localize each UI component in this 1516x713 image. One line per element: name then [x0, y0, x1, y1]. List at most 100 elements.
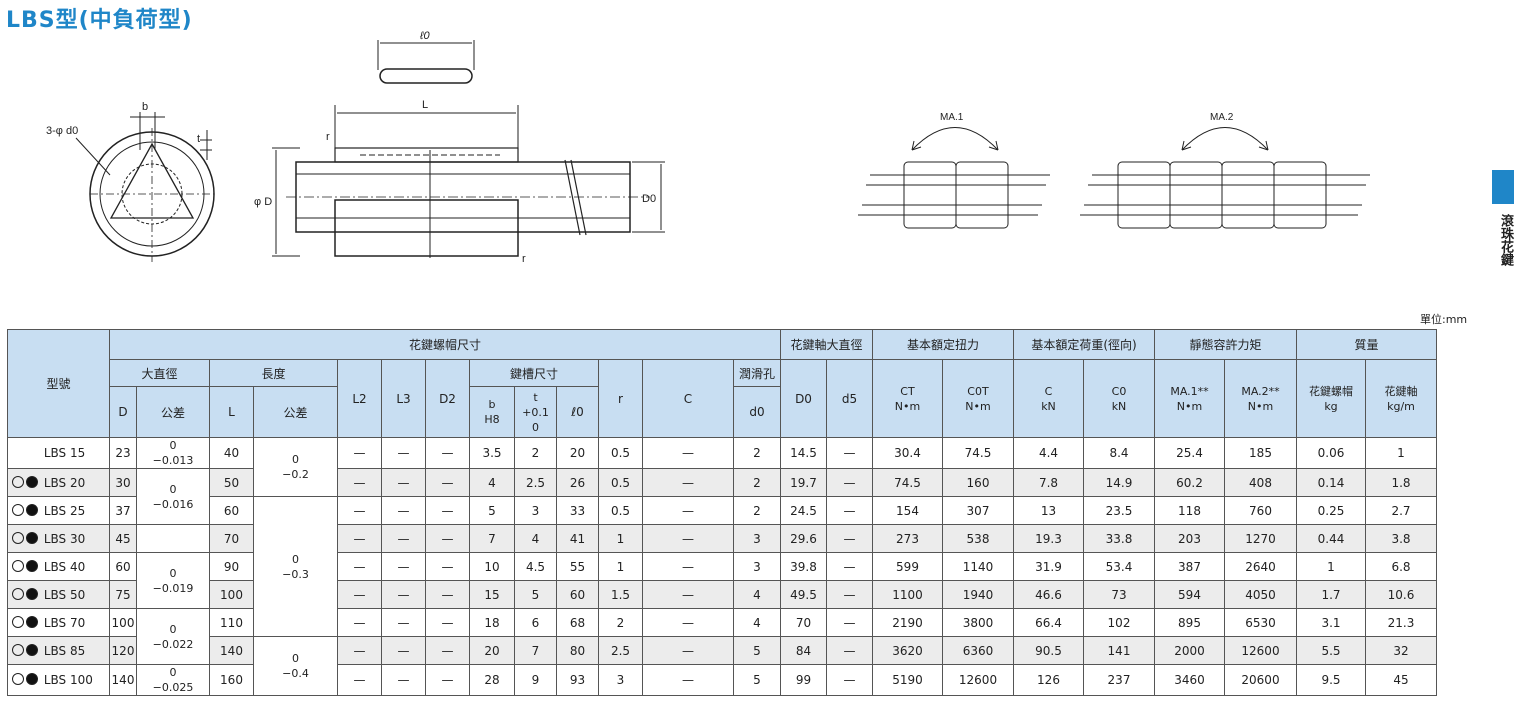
cell-L: 160: [209, 664, 254, 696]
circle-filled-icon: [26, 643, 38, 656]
cell-MA1: 118: [1154, 496, 1225, 525]
cell-shaft-mass: 3.8: [1365, 524, 1437, 553]
cell-C: 7.8: [1013, 468, 1084, 497]
cell-CT: 1100: [872, 580, 943, 609]
cell-C: 31.9: [1013, 552, 1084, 581]
cell-C0T: 12600: [942, 664, 1014, 696]
table-row: LBS 85 120 140 0−0.4 — — — 20 7 80 2.5 —…: [7, 636, 1437, 696]
r-bottom-label: r: [522, 253, 526, 265]
cell-C0: 33.8: [1083, 524, 1155, 553]
circle-open-icon: [12, 673, 24, 685]
cell-C0: 102: [1083, 608, 1155, 637]
l0-label: ℓ0: [419, 30, 431, 42]
cell-MA1: 387: [1154, 552, 1225, 581]
model-name: LBS 20: [43, 475, 86, 490]
cell-b: 5: [469, 496, 515, 525]
cell-L3: —: [381, 636, 426, 665]
cell-t: 4: [514, 524, 557, 553]
cell-t: 2: [514, 437, 557, 469]
cell-L2: —: [337, 664, 382, 696]
d0-label: 3-φ d0: [46, 125, 78, 137]
circle-filled-icon: [26, 673, 38, 685]
cell-b: 18: [469, 608, 515, 637]
model-name: LBS 100: [43, 673, 93, 687]
cell-D2: —: [425, 437, 470, 469]
cell-C: —: [642, 636, 734, 665]
cell-d0: 5: [733, 636, 781, 665]
cell-MA2: 408: [1224, 468, 1297, 497]
cell-d0: 4: [733, 580, 781, 609]
cell-C0: 141: [1083, 636, 1155, 665]
cell-d5: —: [826, 580, 873, 609]
cell-C0T: 1940: [942, 580, 1014, 609]
cell-t: 6: [514, 608, 557, 637]
header-load: 基本額定荷重(徑向): [1013, 329, 1155, 360]
cell-d0: 5: [733, 664, 781, 696]
cell-L: 40: [209, 437, 254, 469]
cell-C0: 14.9: [1083, 468, 1155, 497]
cell-MA2: 4050: [1224, 580, 1297, 609]
cell-C: —: [642, 608, 734, 637]
cell-r: 0.5: [598, 468, 643, 497]
circle-filled-icon: [26, 559, 38, 572]
cell-MA1: 2000: [1154, 636, 1225, 665]
circle-filled-icon: [26, 587, 38, 600]
header-d5: d5: [826, 359, 873, 438]
key-drawing: [377, 40, 475, 84]
cell-d0: 3: [733, 524, 781, 553]
cell-MA1: 594: [1154, 580, 1225, 609]
cell-MA2: 20600: [1224, 664, 1297, 696]
circle-open-icon: [12, 643, 24, 656]
cell-r: 3: [598, 664, 643, 696]
cell-C0: 53.4: [1083, 552, 1155, 581]
cell-l0: 68: [556, 608, 599, 637]
cell-D2: —: [425, 580, 470, 609]
cell-nut-mass: 9.5: [1296, 664, 1366, 696]
header-outer-dia: 大直徑: [109, 359, 210, 387]
cell-d0: 2: [733, 496, 781, 525]
cell-shaft-mass: 10.6: [1365, 580, 1437, 609]
cell-C0T: 160: [942, 468, 1014, 497]
cell-C: —: [642, 580, 734, 609]
cell-d5: —: [826, 437, 873, 469]
cell-CT: 273: [872, 524, 943, 553]
cell-d5: —: [826, 496, 873, 525]
moment-a1-drawing: [858, 127, 1050, 229]
tolerance-L: 0−0.3: [253, 496, 338, 637]
cell-L3: —: [381, 437, 426, 469]
cell-nut-mass: 0.25: [1296, 496, 1366, 525]
cell-d0: 4: [733, 608, 781, 637]
header-length: 長度: [209, 359, 338, 387]
cell-L2: —: [337, 496, 382, 525]
header-r: r: [598, 359, 643, 438]
circle-open-icon: [12, 587, 24, 600]
cell-L: 50: [209, 468, 254, 497]
cell-L: 140: [209, 636, 254, 665]
circle-filled-icon: [26, 615, 38, 628]
cell-t: 9: [514, 664, 557, 696]
cell-L: 60: [209, 496, 254, 525]
cell-b: 10: [469, 552, 515, 581]
cell-MA1: 203: [1154, 524, 1225, 553]
table-row: LBS 50 75 100 — — — 15 5 60 1.5 — 4 49.5…: [7, 580, 1437, 609]
b-label: b: [142, 101, 148, 113]
end-view-drawing: [75, 112, 215, 262]
cell-C: —: [642, 552, 734, 581]
cell-D: 60: [109, 552, 137, 581]
ma2-label: MA.2: [1210, 112, 1234, 123]
cell-nut-mass: 0.06: [1296, 437, 1366, 469]
cell-C: 66.4: [1013, 608, 1084, 637]
model-cell: LBS 25: [7, 496, 110, 525]
cell-b: 15: [469, 580, 515, 609]
cell-L2: —: [337, 468, 382, 497]
cell-d5: —: [826, 636, 873, 665]
specification-table: 型號 花鍵螺帽尺寸 花鍵軸大直徑 基本額定扭力 基本額定荷重(徑向) 靜態容許力…: [7, 329, 1437, 696]
phiD-label: φ D: [254, 196, 272, 208]
table-row: LBS 15 23 0−0.013 40 0−0.2 — — — 3.5 2 2…: [7, 437, 1437, 497]
cell-MA1: 25.4: [1154, 437, 1225, 469]
tolerance-D: 0−0.016: [136, 468, 210, 525]
circle-open-icon: [12, 531, 24, 544]
cell-D0: 19.7: [780, 468, 827, 497]
